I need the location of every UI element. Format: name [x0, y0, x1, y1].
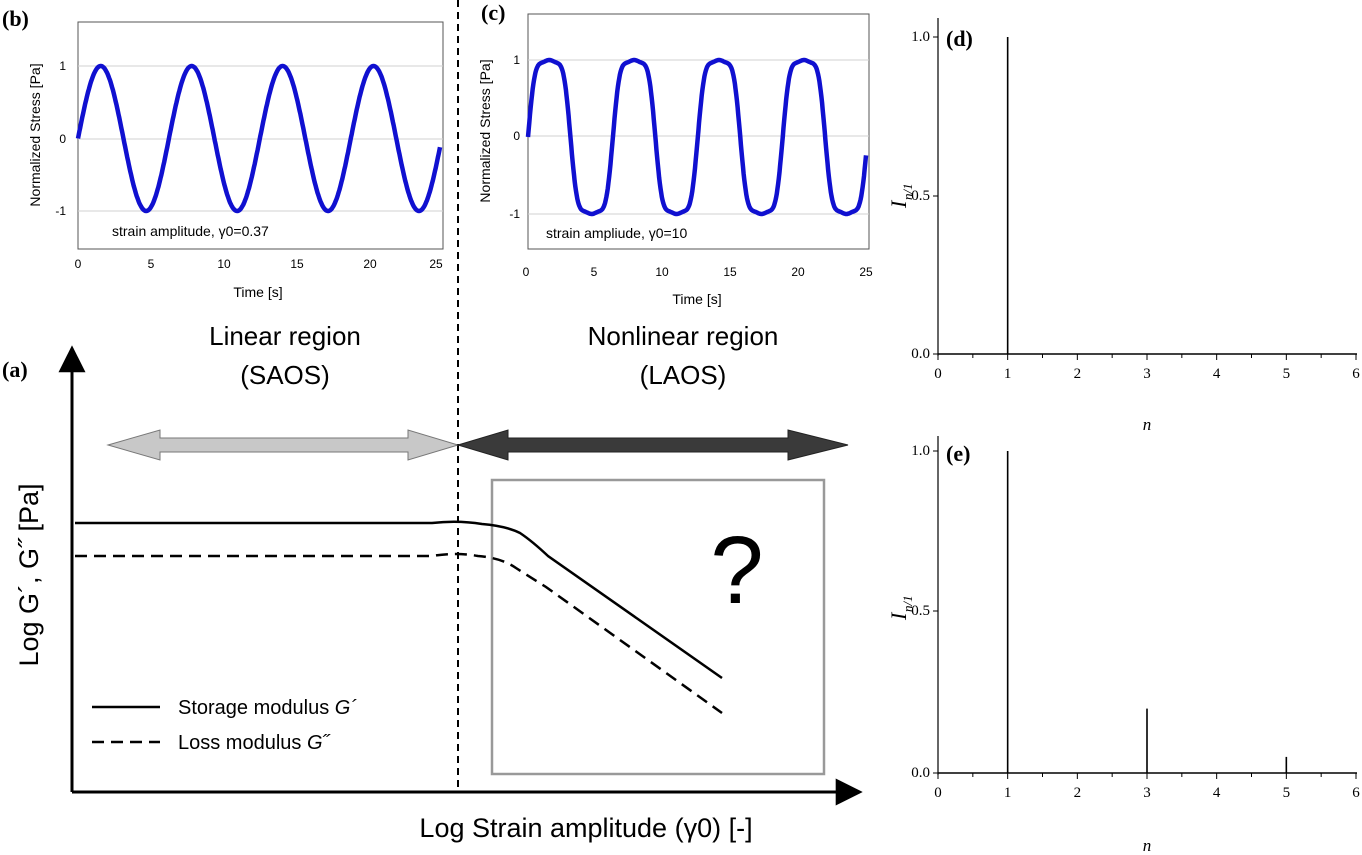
- panel-c: (c) 1 0 -1 0 5 10 15 20 25 Time [s] Norm…: [477, 0, 873, 307]
- ytick-c-neg1: -1: [509, 207, 520, 221]
- y-axis-label-c: Normalized Stress [Pa]: [477, 59, 493, 202]
- stress-waveform-c: [525, 57, 869, 217]
- xtick-c-25: 25: [859, 265, 873, 279]
- y-axis-label-e-sub: n/1: [900, 595, 915, 612]
- xtick-b-25: 25: [429, 257, 443, 271]
- legend-loss-symbol: G˝: [307, 732, 332, 754]
- legend-loss-label: Loss modulus G˝: [178, 732, 332, 754]
- ytick-d-05: 0.5: [911, 188, 930, 204]
- y-axis-label-e-main: I: [886, 611, 911, 621]
- xtick-e-4: 4: [1213, 785, 1221, 801]
- xtick-c-15: 15: [723, 265, 737, 279]
- nonlinear-region-subtitle: (LAOS): [640, 360, 727, 390]
- ytick-d-1: 1.0: [911, 29, 930, 45]
- xtick-d-4: 4: [1213, 366, 1221, 382]
- legend-storage-text: Storage modulus: [178, 697, 335, 719]
- panel-label-d: (d): [946, 26, 973, 51]
- ytick-d-0: 0.0: [911, 346, 930, 362]
- panel-e: (e) 1.0 0.5 0.0 0 1 2 3 4 5 6 n I n/1: [886, 436, 1360, 855]
- xtick-b-10: 10: [217, 257, 231, 271]
- panel-a: (a) Linear region (SAOS) Nonlinear regio…: [2, 321, 863, 843]
- xtick-e-2: 2: [1074, 785, 1082, 801]
- ytick-b-0: 0: [59, 132, 66, 146]
- ytick-e-1: 1.0: [911, 443, 930, 459]
- xtick-b-0: 0: [75, 257, 82, 271]
- xtick-e-5: 5: [1283, 785, 1291, 801]
- xtick-d-6: 6: [1352, 366, 1360, 382]
- panel-b: (b) 1 0 -1 0 5 10 15 20 25 Time [s] Norm…: [2, 6, 444, 300]
- y-axis-label-d-main: I: [886, 199, 911, 209]
- harmonic-bars-e: [1006, 451, 1288, 773]
- x-axis-label-e: n: [1143, 836, 1152, 855]
- x-axis-label-b: Time [s]: [233, 284, 282, 300]
- x-ticks-d: 0 1 2 3 4 5 6: [934, 354, 1360, 382]
- x-axis-label-c: Time [s]: [672, 291, 721, 307]
- xtick-d-0: 0: [934, 366, 942, 382]
- schematic-x-axis-label: Log Strain amplitude (γ0) [-]: [419, 813, 752, 843]
- x-ticks-e: 0 1 2 3 4 5 6: [934, 773, 1360, 801]
- legend-storage-label: Storage modulus G´: [178, 697, 357, 719]
- loss-modulus-curve: [75, 552, 723, 715]
- xtick-b-5: 5: [148, 257, 155, 271]
- linear-region-double-arrow: [106, 429, 460, 461]
- strain-annotation-b: strain amplitude, γ0=0.37: [112, 223, 269, 239]
- panel-label-c: (c): [481, 0, 505, 25]
- ytick-e-05: 0.5: [911, 603, 930, 619]
- unknown-region-box: [490, 478, 826, 776]
- ytick-c-0: 0: [513, 129, 520, 143]
- xtick-d-3: 3: [1143, 366, 1151, 382]
- nonlinear-region-title: Nonlinear region: [588, 321, 779, 351]
- stress-waveform-b: [75, 63, 443, 214]
- strain-annotation-c: strain ampliude, γ0=10: [546, 225, 687, 241]
- storage-modulus-curve: [75, 520, 723, 680]
- question-mark: ?: [710, 517, 763, 624]
- y-axis-label-e: I n/1: [886, 595, 915, 621]
- ytick-c-1: 1: [513, 53, 520, 67]
- linear-region-subtitle: (SAOS): [240, 360, 330, 390]
- linear-region-title: Linear region: [209, 321, 361, 351]
- xtick-b-15: 15: [290, 257, 304, 271]
- schematic-y-axis-label: Log G´, G˝ [Pa]: [14, 483, 44, 666]
- panel-label-a: (a): [2, 357, 28, 382]
- xtick-d-2: 2: [1074, 366, 1082, 382]
- nonlinear-region-double-arrow: [456, 429, 849, 461]
- legend-loss-text: Loss modulus: [178, 732, 307, 754]
- y-axis-label-d-sub: n/1: [900, 183, 915, 200]
- panel-label-b: (b): [2, 6, 29, 31]
- xtick-c-5: 5: [591, 265, 598, 279]
- xtick-c-0: 0: [523, 265, 530, 279]
- xtick-d-5: 5: [1283, 366, 1291, 382]
- y-axis-label-d: I n/1: [886, 183, 915, 209]
- xtick-e-0: 0: [934, 785, 942, 801]
- ytick-e-0: 0.0: [911, 765, 930, 781]
- legend-storage-symbol: G´: [335, 697, 358, 719]
- ytick-b-1: 1: [59, 59, 66, 73]
- x-axis-label-d: n: [1143, 415, 1152, 434]
- xtick-c-10: 10: [655, 265, 669, 279]
- xtick-e-6: 6: [1352, 785, 1360, 801]
- xtick-c-20: 20: [791, 265, 805, 279]
- xtick-b-20: 20: [363, 257, 377, 271]
- panel-label-e: (e): [946, 441, 970, 466]
- xtick-d-1: 1: [1004, 366, 1012, 382]
- xtick-e-1: 1: [1004, 785, 1012, 801]
- ytick-b-neg1: -1: [55, 204, 66, 218]
- panel-d: (d) 1.0 0.5 0.0 0 1 2 3 4 5 6 n I n/1: [886, 18, 1360, 434]
- y-axis-label-b: Normalized Stress [Pa]: [27, 63, 43, 206]
- xtick-e-3: 3: [1143, 785, 1151, 801]
